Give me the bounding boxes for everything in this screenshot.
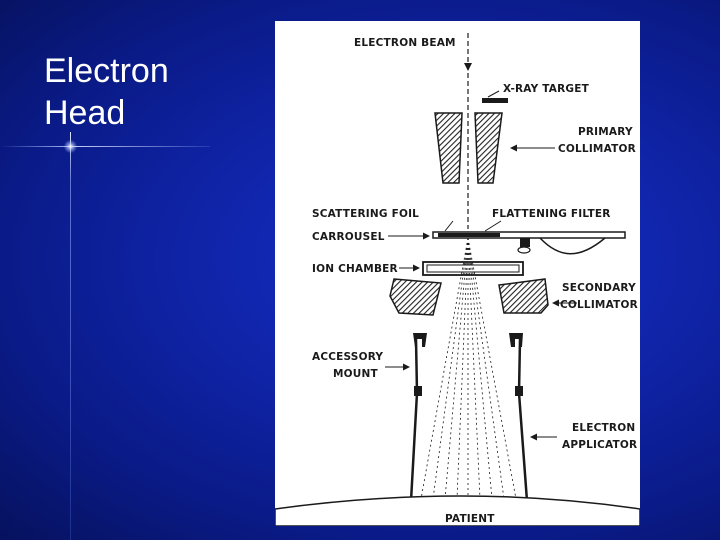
decorative-light-flare <box>64 140 77 153</box>
ion-chamber-inner <box>426 264 520 273</box>
patient-surface <box>275 495 640 526</box>
applicator-joint-right <box>515 386 523 396</box>
slide-title-line-1: Electron <box>44 52 169 90</box>
label-primary-collimator-1: PRIMARY <box>578 126 633 138</box>
decorative-vertical-line <box>70 132 71 540</box>
label-xray-target: X-RAY TARGET <box>503 83 590 95</box>
electron-applicator-left-wall <box>409 338 419 502</box>
electron-beam-fan <box>420 237 517 500</box>
label-accessory-mount-1: ACCESSORY <box>312 351 383 363</box>
label-electron-applicator-1: ELECTRON <box>572 422 635 434</box>
label-primary-collimator-2: COLLIMATOR <box>558 143 636 155</box>
carrousel-hanger <box>520 238 530 247</box>
secondary-collimator-right <box>498 278 549 314</box>
label-carrousel: CARROUSEL <box>312 231 385 243</box>
label-electron-beam: ELECTRON BEAM <box>354 37 456 49</box>
label-secondary-collimator-2: COLLIMATOR <box>560 299 638 311</box>
primary-collimator-right <box>474 112 503 184</box>
label-scattering-foil: SCATTERING FOIL <box>312 208 419 220</box>
electron-applicator-right-wall <box>517 338 529 502</box>
carrousel-bead <box>517 246 531 254</box>
decorative-horizontal-line <box>0 146 210 147</box>
scattering-foil-leader <box>444 220 454 232</box>
flattening-filter-cone <box>539 237 606 255</box>
applicator-joint-left <box>414 386 422 396</box>
label-ion-chamber: ION CHAMBER <box>312 263 398 275</box>
slide-title-line-2: Head <box>44 94 126 132</box>
label-accessory-mount-2: MOUNT <box>333 368 378 380</box>
slide-title: Electron Head <box>44 50 169 134</box>
label-electron-applicator-2: APPLICATOR <box>562 439 637 451</box>
xray-target-block <box>482 98 508 103</box>
label-flattening-filter: FLATTENING FILTER <box>492 208 611 220</box>
electron-beam-arrowhead <box>464 63 472 71</box>
xray-target-leader <box>487 90 500 98</box>
accessory-mount-left <box>413 333 427 347</box>
scattering-foil-bar <box>438 233 500 237</box>
flattening-filter-leader <box>484 220 502 232</box>
label-patient: PATIENT <box>445 513 495 525</box>
diagram-svg: ELECTRON BEAM X-RAY TARGET PRIMARY COLLI… <box>275 33 640 526</box>
electron-head-diagram: ELECTRON BEAM X-RAY TARGET PRIMARY COLLI… <box>275 21 640 526</box>
accessory-mount-right <box>509 333 523 347</box>
primary-collimator-left <box>434 112 463 184</box>
label-secondary-collimator-1: SECONDARY <box>562 282 636 294</box>
secondary-collimator-left <box>389 278 442 316</box>
